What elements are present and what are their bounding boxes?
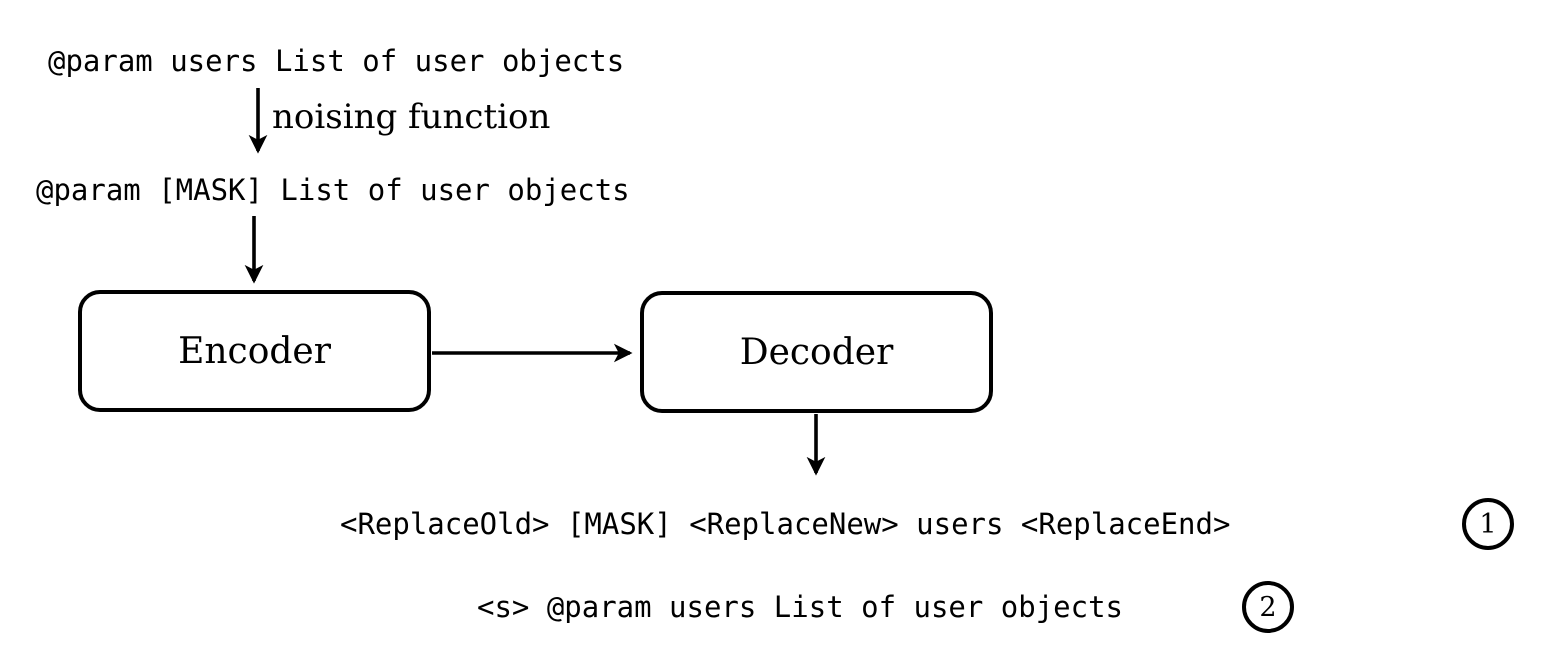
output-1-badge-number: 1 <box>1479 508 1497 540</box>
output-2-badge: 2 <box>1242 581 1294 633</box>
decoder-box: Decoder <box>640 291 993 413</box>
output-2-badge-number: 2 <box>1259 591 1277 623</box>
output-sequence-2: <s> @param users List of user objects <box>477 590 1124 624</box>
output-sequence-1: <ReplaceOld> [MASK] <ReplaceNew> users <… <box>340 507 1231 541</box>
encoder-label: Encoder <box>178 330 331 372</box>
encoder-box: Encoder <box>78 290 431 412</box>
input-sequence-text: @param users List of user objects <box>48 44 625 78</box>
decoder-label: Decoder <box>739 331 894 373</box>
output-1-badge: 1 <box>1462 498 1514 550</box>
noising-function-label: noising function <box>272 97 551 137</box>
masked-sequence-text: @param [MASK] List of user objects <box>36 173 630 207</box>
